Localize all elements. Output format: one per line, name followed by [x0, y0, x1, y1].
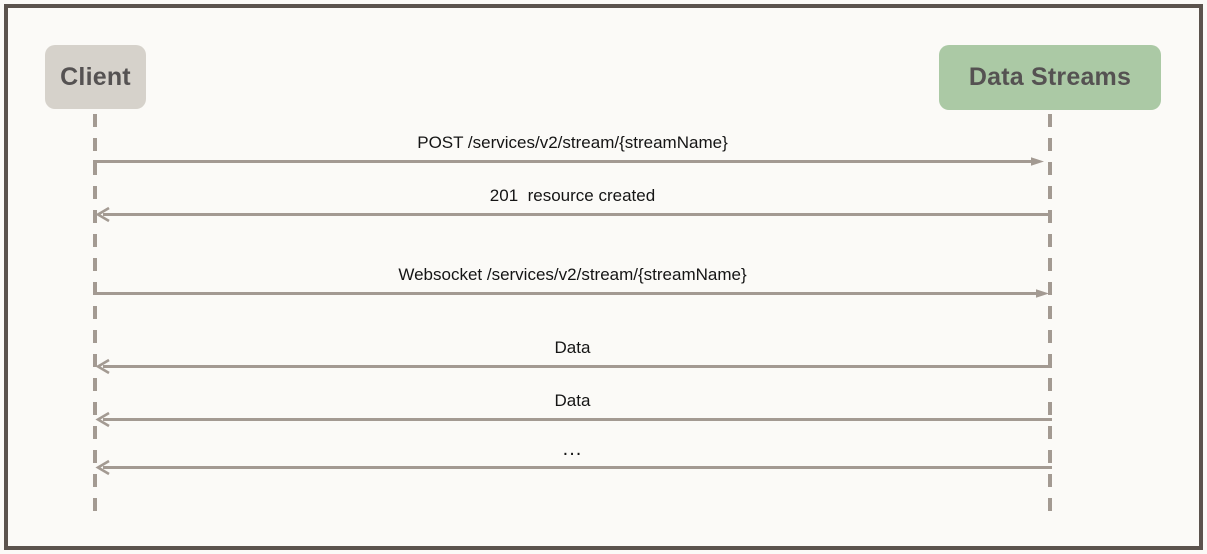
arrow-head-right-icon	[1036, 285, 1053, 302]
participant-client-label: Client	[60, 62, 131, 91]
participant-client[interactable]: Client	[45, 45, 146, 109]
arrow-head-left-icon	[95, 411, 112, 428]
message-line	[103, 418, 1052, 421]
message-line	[93, 160, 1038, 163]
lifeline-data-streams	[1048, 114, 1052, 518]
message-line	[93, 292, 1043, 295]
message-label: POST /services/v2/stream/{streamName}	[417, 133, 728, 152]
message-label: Data	[554, 338, 591, 357]
message-label: 201 resource created	[489, 186, 656, 205]
arrow-head-right-icon	[1031, 153, 1048, 170]
message-label: Websocket /services/v2/stream/{streamNam…	[398, 265, 747, 284]
arrow-head-left-icon	[95, 206, 112, 223]
message-line	[103, 213, 1052, 216]
message-line	[103, 466, 1052, 469]
participant-data-streams[interactable]: Data Streams	[939, 45, 1161, 110]
message-label: Data	[554, 391, 591, 410]
participant-data-streams-label: Data Streams	[968, 63, 1132, 91]
message-label: ...	[562, 438, 583, 460]
arrow-head-left-icon	[95, 459, 112, 476]
lifeline-client	[93, 114, 97, 518]
message-line	[103, 365, 1052, 368]
arrow-head-left-icon	[95, 358, 112, 375]
